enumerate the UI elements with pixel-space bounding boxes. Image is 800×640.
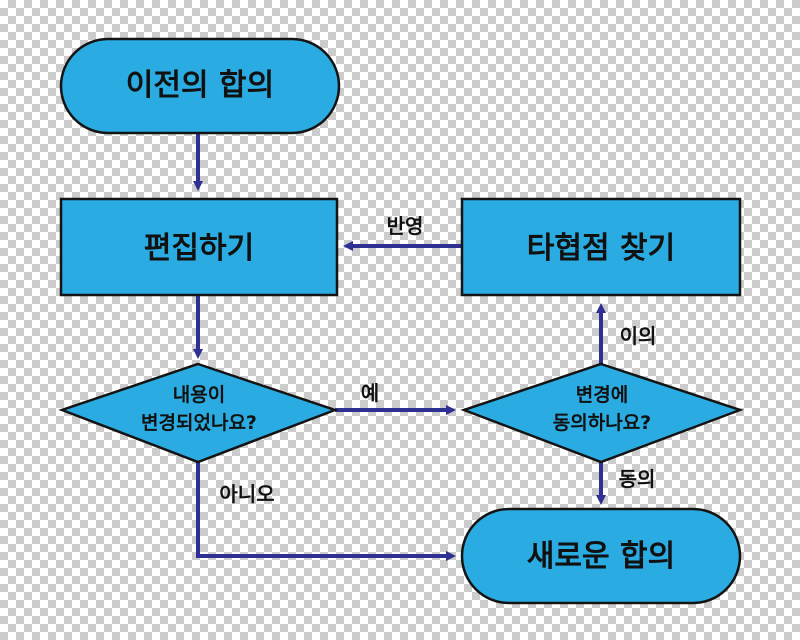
end-node <box>460 507 742 605</box>
edge-label-yes: 예 <box>361 381 379 405</box>
edges <box>193 133 606 561</box>
edit-node <box>59 197 339 297</box>
compromise-node <box>460 197 742 297</box>
edge-label-no: 아니오 <box>219 482 274 506</box>
compromise-node-label: 타협점 찾기 <box>527 231 675 266</box>
edge-label-agree: 동의 <box>619 467 656 491</box>
decision-agree-label-line1: 변경에 <box>576 384 628 406</box>
start-node-label: 이전의 합의 <box>126 68 274 103</box>
edge-label-objection: 이의 <box>620 324 657 348</box>
decision-changed-node <box>58 362 339 464</box>
edge-label-reflect: 반영 <box>387 214 424 238</box>
start-node <box>59 37 341 135</box>
decision-changed-label-line1: 내용이 <box>173 384 225 406</box>
decision-agree-node <box>460 362 744 464</box>
decision-changed-label-line2: 변경되었나요? <box>141 412 257 434</box>
end-node-label: 새로운 합의 <box>527 539 675 574</box>
edge-decision-changed-no <box>196 462 456 561</box>
edit-node-label: 편집하기 <box>144 231 254 266</box>
decision-agree-label-line2: 동의하나요? <box>553 412 651 434</box>
